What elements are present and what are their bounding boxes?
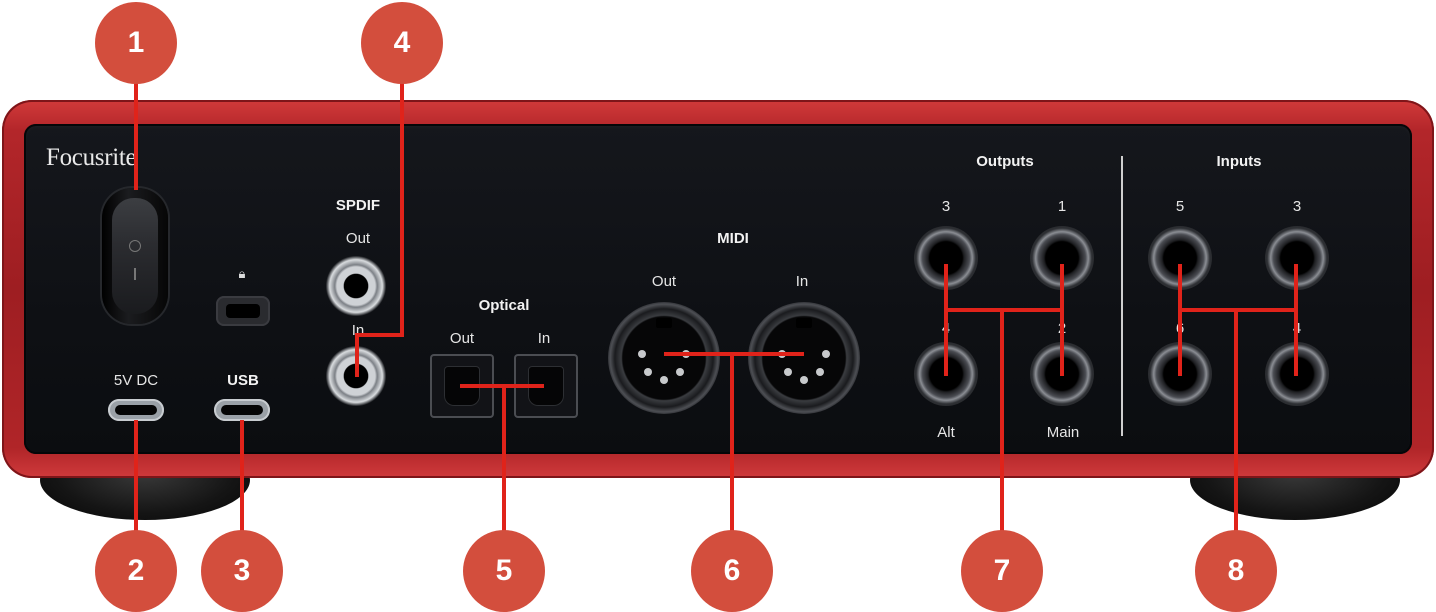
callout-8: 8 (1195, 530, 1277, 612)
output-main-label: Main (1046, 424, 1080, 441)
section-divider (1121, 156, 1123, 436)
leader-line-3 (240, 420, 244, 540)
midi-out-label: Out (651, 273, 677, 290)
callout-7: 7 (961, 530, 1043, 612)
leader-line-2 (134, 420, 138, 540)
power-switch[interactable] (102, 188, 168, 324)
usb-label: USB (227, 372, 259, 389)
leader-line-4-vertical (400, 74, 404, 336)
brand-logo: Focusrite (46, 144, 137, 171)
midi-in-port[interactable] (748, 302, 860, 414)
midi-in-label: In (795, 273, 809, 290)
callout-5: 5 (463, 530, 545, 612)
leader-line-8-left (1178, 264, 1182, 376)
power-off-symbol (129, 240, 141, 252)
leader-line-7-vertical (1000, 308, 1004, 534)
callout-3: 3 (201, 530, 283, 612)
dc-port[interactable] (108, 399, 164, 421)
output-alt-label: Alt (937, 424, 955, 441)
dc-label: 5V DC (113, 372, 159, 389)
optical-out-label: Out (449, 330, 475, 347)
leader-line-6-horizontal (664, 352, 804, 356)
outputs-title: Outputs (976, 153, 1034, 170)
leader-line-5-vertical (502, 384, 506, 534)
input-3-label: 3 (1292, 198, 1302, 215)
callout-1: 1 (95, 2, 177, 84)
optical-in-label: In (537, 330, 551, 347)
kensington-slot-opening (226, 304, 260, 318)
kensington-slot (216, 296, 270, 326)
usb-port[interactable] (214, 399, 270, 421)
output-3-label: 3 (941, 198, 951, 215)
power-rocker (112, 198, 158, 314)
leader-line-6-vertical (730, 352, 734, 534)
callout-4: 4 (361, 2, 443, 84)
leader-line-4-horizontal (355, 333, 404, 337)
callout-2: 2 (95, 530, 177, 612)
output-1-label: 1 (1057, 198, 1067, 215)
callout-6: 6 (691, 530, 773, 612)
leader-line-8-horizontal (1178, 308, 1298, 312)
input-5-label: 5 (1175, 198, 1185, 215)
spdif-title: SPDIF (335, 197, 381, 214)
spdif-out-port[interactable] (326, 256, 386, 316)
leader-line-8-vertical (1234, 308, 1238, 534)
lock-icon: 🔒︎ (238, 266, 246, 281)
midi-out-port[interactable] (608, 302, 720, 414)
leader-line-4-drop (355, 333, 359, 377)
leader-line-7-horizontal (944, 308, 1064, 312)
leader-line-1 (134, 74, 138, 190)
power-on-symbol (134, 268, 136, 280)
inputs-title: Inputs (1216, 153, 1262, 170)
optical-title: Optical (478, 297, 530, 314)
midi-title: MIDI (717, 230, 749, 247)
spdif-out-label: Out (345, 230, 371, 247)
leader-line-8-right (1294, 264, 1298, 376)
leader-line-7-right (1060, 264, 1064, 376)
leader-line-7-left (944, 264, 948, 376)
